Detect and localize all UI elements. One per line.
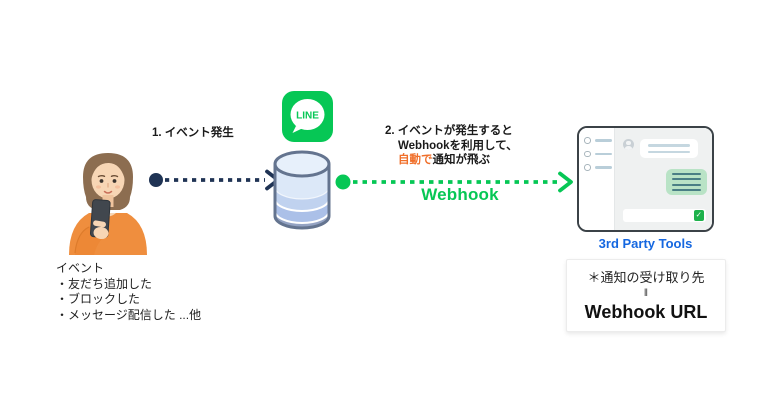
mockup-sidebar-item	[584, 164, 614, 171]
step2-line3: 自動で通知が飛ぶ	[385, 153, 518, 168]
woman-with-smartphone-illustration	[69, 153, 147, 255]
step1-label: 1. イベント発生	[152, 127, 234, 139]
chat-bubble-white	[640, 139, 698, 158]
mockup-sidebar	[579, 128, 615, 230]
mockup-sidebar-item	[584, 137, 614, 144]
event-caption-item: ・メッセージ配信した ...他	[56, 307, 202, 322]
avatar-icon	[584, 150, 591, 157]
note-line1: ＊通知の受け取り先	[587, 270, 705, 285]
event-caption-item: ・友だち追加した	[56, 276, 153, 291]
note-webhook-url: Webhook URL	[584, 302, 708, 322]
svg-text:LINE: LINE	[296, 111, 319, 122]
event-caption: イベント ・友だち追加した ・ブロックした ・メッセージ配信した ...他	[56, 261, 201, 323]
event-caption-item: ・ブロックした	[56, 292, 141, 306]
step2-highlight: 自動で	[398, 154, 433, 166]
mockup-message-input: ✓	[623, 209, 706, 222]
step2-label: 2. イベントが発生すると Webhookを利用して、 自動で通知が飛ぶ	[385, 124, 518, 168]
avatar-icon	[584, 137, 591, 144]
line-app-icon: LINE	[282, 91, 333, 142]
database-icon	[273, 150, 331, 230]
webhook-label: Webhook	[421, 185, 499, 204]
step2-line1: 2. イベントが発生すると	[385, 125, 513, 137]
webhook-arrow	[335, 171, 573, 193]
mockup-incoming-message	[623, 139, 698, 158]
event-caption-title: イベント	[56, 261, 105, 275]
chat-bubble-green	[666, 169, 707, 195]
step2-line3-rest: 通知が飛ぶ	[432, 154, 491, 166]
chat-tool-window-mockup: ✓	[577, 126, 714, 232]
text-line-placeholder	[594, 139, 612, 142]
avatar-icon	[623, 139, 634, 150]
step2-line2: Webhookを利用して、	[398, 139, 518, 152]
text-line-placeholder	[594, 152, 612, 155]
mockup-chat-area: ✓	[615, 128, 712, 230]
avatar-icon	[584, 164, 591, 171]
mockup-sidebar-item	[584, 150, 614, 157]
webhook-url-note-box: ＊通知の受け取り先 ‖ Webhook URL	[566, 259, 726, 332]
send-check-icon: ✓	[693, 210, 704, 221]
equals-mark: ‖	[643, 288, 649, 299]
text-line-placeholder	[594, 166, 612, 169]
third-party-tools-title: 3rd Party Tools	[598, 236, 693, 251]
